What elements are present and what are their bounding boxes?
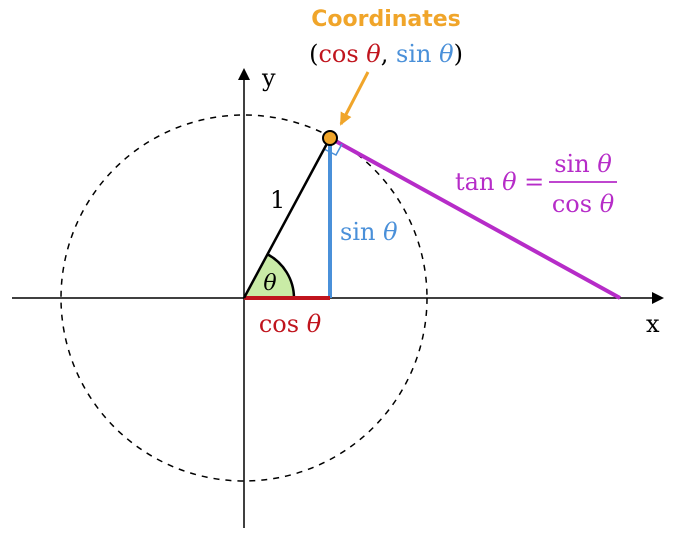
- sin-label-theta: θ: [383, 218, 398, 246]
- tan-numerator: sin θ: [554, 150, 612, 178]
- tan-num-sin: sin: [554, 150, 589, 178]
- coord-sin-text: sin: [396, 40, 431, 68]
- coord-comma: ,: [381, 40, 396, 68]
- coordinate-pointer-arrow: [339, 71, 370, 126]
- tan-lhs: tan θ =: [455, 168, 544, 196]
- coord-cos-theta: θ: [366, 40, 381, 68]
- paren-open: (: [309, 40, 318, 68]
- angle-theta-label: θ: [263, 271, 276, 296]
- angle-arc: [266, 252, 296, 299]
- tan-text: tan: [455, 168, 494, 196]
- tan-formula: tan θ = sin θ cos θ: [455, 150, 617, 218]
- tan-den-cos: cos: [552, 190, 592, 218]
- coordinates-title: Coordinates: [311, 7, 461, 32]
- radius-label: 1: [270, 186, 285, 214]
- cos-label-text: cos: [259, 310, 299, 338]
- sin-label: sin θ: [340, 218, 398, 246]
- cos-label-theta: θ: [307, 310, 322, 338]
- tan-den-theta: θ: [600, 190, 615, 218]
- sin-label-text: sin: [340, 218, 375, 246]
- coord-cos-text: cos: [318, 40, 358, 68]
- y-axis-label: y: [261, 64, 276, 92]
- tangent-segment: [329, 136, 621, 300]
- angle-wedge: [244, 254, 294, 298]
- x-axis-label: x: [646, 310, 660, 338]
- tan-equals: =: [524, 168, 544, 196]
- coordinate-point: [322, 130, 338, 146]
- coordinates-expression: (cos θ, sin θ): [309, 40, 463, 68]
- radius-line: [242, 137, 332, 299]
- paren-close: ): [454, 40, 463, 68]
- tan-denominator: cos θ: [552, 190, 615, 218]
- coord-sin-theta: θ: [439, 40, 454, 68]
- tan-theta: θ: [502, 168, 517, 196]
- tan-num-theta: θ: [597, 150, 612, 178]
- cos-label: cos θ: [259, 310, 322, 338]
